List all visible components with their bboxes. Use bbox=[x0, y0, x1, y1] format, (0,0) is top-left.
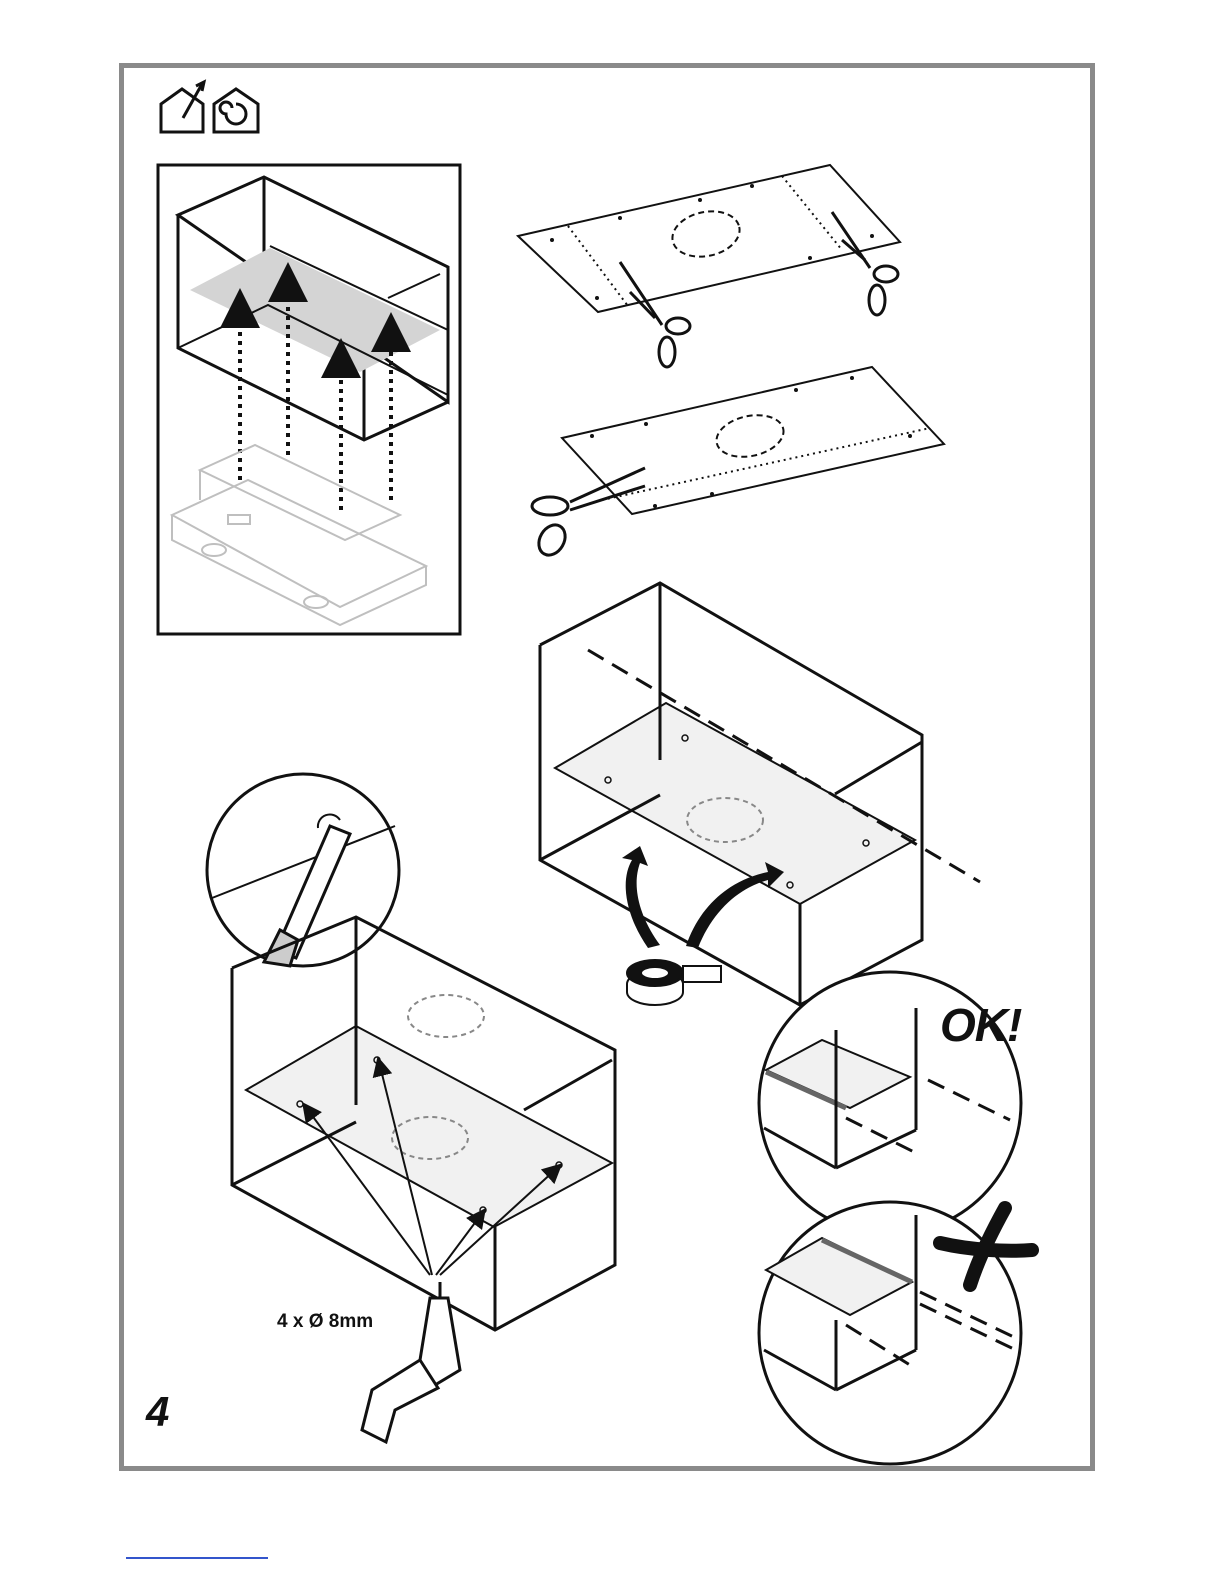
ok-label: OK! bbox=[940, 998, 1021, 1052]
inset-panel bbox=[158, 165, 460, 634]
house-ducted-icon bbox=[161, 82, 204, 132]
footer-rule bbox=[126, 1557, 268, 1559]
tape-roll-icon bbox=[627, 960, 721, 1005]
step-number: 4 bbox=[146, 1388, 169, 1436]
house-recirculation-icon bbox=[214, 89, 258, 132]
drill-icon bbox=[362, 1282, 460, 1442]
template-sheet-2 bbox=[562, 367, 944, 514]
drill-spec-label: 4 x Ø 8mm bbox=[277, 1311, 373, 1333]
template-sheet-1 bbox=[518, 165, 900, 312]
cabinet-taping bbox=[540, 583, 980, 1005]
cabinet-drilling bbox=[232, 917, 615, 1330]
